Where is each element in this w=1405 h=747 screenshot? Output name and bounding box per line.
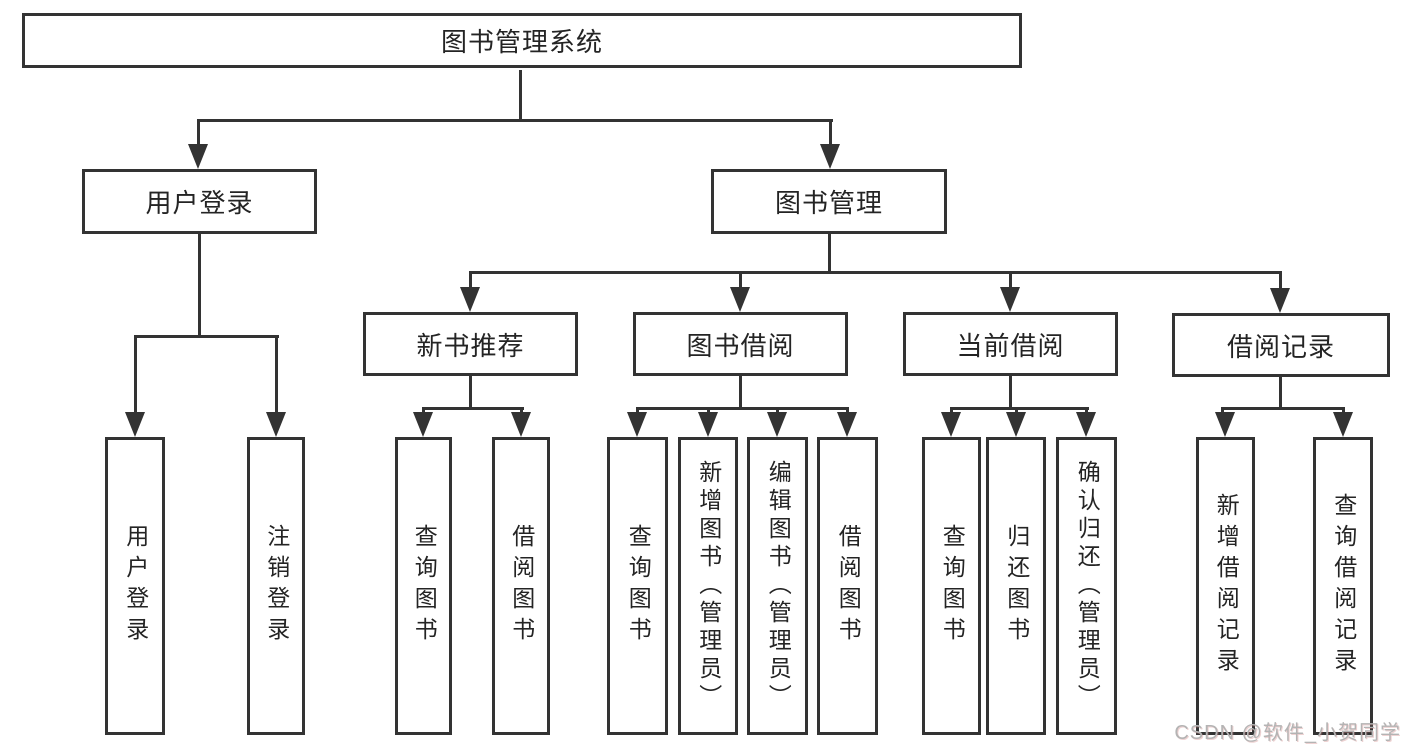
node-label: 编辑图书（管理员） <box>765 460 792 712</box>
connector-book-management-drop <box>829 119 832 147</box>
leaf-add-books-admin: 新增图书（管理员） <box>678 437 738 735</box>
node-label: 查询图书 <box>939 524 966 648</box>
node-label: 注销登录 <box>263 524 290 648</box>
connector-new-book-drop <box>469 271 472 291</box>
arrow-down-icon <box>730 287 750 312</box>
connector-book-borrowing-drop <box>739 271 742 291</box>
arrow-down-icon <box>1215 412 1235 437</box>
leaf-edit-books-admin: 编辑图书（管理员） <box>747 437 808 735</box>
connector-leaf-drop <box>1085 407 1088 416</box>
connector-borrowing-records-stem <box>1279 377 1282 409</box>
connector-borrowing-records-rail <box>1221 407 1345 410</box>
connector-leaf-drop <box>520 407 523 416</box>
connector-user-login-stem <box>198 234 201 337</box>
arrow-down-icon <box>1006 412 1026 437</box>
node-current-borrowing: 当前借阅 <box>903 312 1118 376</box>
arrow-down-icon <box>837 412 857 437</box>
connector-borrowing-records-drop <box>1279 271 1282 291</box>
leaf-user-login: 用户登录 <box>105 437 165 735</box>
connector-leaf-drop <box>636 407 639 416</box>
connector-leaf-drop <box>1342 407 1345 416</box>
connector-new-book-rail <box>422 407 524 410</box>
connector-leaf-drop <box>134 335 137 414</box>
node-user-login: 用户登录 <box>82 169 317 234</box>
node-book-borrowing: 图书借阅 <box>633 312 848 376</box>
leaf-borrow-books: 借阅图书 <box>817 437 878 735</box>
connector-leaf-drop <box>422 407 425 416</box>
connector-leaf-drop <box>1221 407 1224 416</box>
arrow-down-icon <box>1270 288 1290 313</box>
node-label: 借阅记录 <box>1226 331 1335 362</box>
connector-leaf-drop <box>950 407 953 416</box>
node-new-book-recommend: 新书推荐 <box>363 312 578 376</box>
arrow-down-icon <box>767 412 787 437</box>
connector-leaf-drop <box>776 407 779 416</box>
connector-leaf-drop <box>275 335 278 414</box>
arrow-down-icon <box>188 144 208 169</box>
node-book-management: 图书管理 <box>711 169 947 234</box>
node-label: 图书借阅 <box>686 330 795 361</box>
node-label: 图书管理系统 <box>440 27 603 57</box>
node-label: 用户登录 <box>122 524 149 648</box>
leaf-borrow-books: 借阅图书 <box>492 437 550 735</box>
leaf-query-books: 查询图书 <box>395 437 452 735</box>
arrow-down-icon <box>460 287 480 312</box>
leaf-query-borrow-record: 查询借阅记录 <box>1313 437 1373 735</box>
arrow-down-icon <box>266 412 286 437</box>
connector-book-borrowing-rail <box>636 407 849 410</box>
connector-leaf-drop <box>846 407 849 416</box>
node-label: 新书推荐 <box>416 330 525 361</box>
leaf-query-books: 查询图书 <box>607 437 668 735</box>
leaf-query-books: 查询图书 <box>922 437 981 735</box>
arrow-down-icon <box>1076 412 1096 437</box>
connector-level2-rail <box>197 119 833 122</box>
node-label: 借阅图书 <box>835 524 862 648</box>
node-system-root: 图书管理系统 <box>22 13 1022 68</box>
node-label: 确认归还（管理员） <box>1074 460 1101 712</box>
connector-current-borrowing-rail <box>950 407 1089 410</box>
connector-current-borrowing-stem <box>1009 376 1012 409</box>
connector-user-login-drop <box>197 119 200 147</box>
arrow-down-icon <box>1333 412 1353 437</box>
connector-book-borrowing-stem <box>739 376 742 409</box>
arrow-down-icon <box>125 412 145 437</box>
arrow-down-icon <box>1000 287 1020 312</box>
arrow-down-icon <box>820 144 840 169</box>
node-label: 当前借阅 <box>956 330 1065 361</box>
connector-new-book-stem <box>469 376 472 409</box>
leaf-confirm-return-admin: 确认归还（管理员） <box>1056 437 1117 735</box>
node-label: 查询图书 <box>625 524 652 648</box>
arrow-down-icon <box>698 412 718 437</box>
node-label: 查询图书 <box>411 524 438 648</box>
connector-level3-rail <box>469 271 1282 274</box>
node-label: 用户登录 <box>145 188 254 218</box>
connector-book-management-stem <box>828 234 831 273</box>
arrow-down-icon <box>413 412 433 437</box>
connector-root-stem <box>519 70 522 121</box>
connector-current-borrowing-drop <box>1009 271 1012 291</box>
leaf-logout: 注销登录 <box>247 437 305 735</box>
connector-user-login-rail <box>134 335 279 338</box>
node-label: 查询借阅记录 <box>1330 493 1357 679</box>
leaf-add-borrow-record: 新增借阅记录 <box>1196 437 1255 735</box>
arrow-down-icon <box>511 412 531 437</box>
connector-leaf-drop <box>1015 407 1018 416</box>
csdn-watermark: CSDN @软件_小贺同学 <box>1174 722 1401 744</box>
arrow-down-icon <box>941 412 961 437</box>
arrow-down-icon <box>627 412 647 437</box>
node-label: 新增借阅记录 <box>1213 493 1240 679</box>
node-label: 借阅图书 <box>508 524 535 648</box>
node-label: 新增图书（管理员） <box>695 460 722 712</box>
node-label: 归还图书 <box>1003 524 1030 648</box>
node-borrowing-records: 借阅记录 <box>1172 313 1390 377</box>
node-label: 图书管理 <box>774 188 883 218</box>
connector-leaf-drop <box>707 407 710 416</box>
leaf-return-books: 归还图书 <box>986 437 1046 735</box>
